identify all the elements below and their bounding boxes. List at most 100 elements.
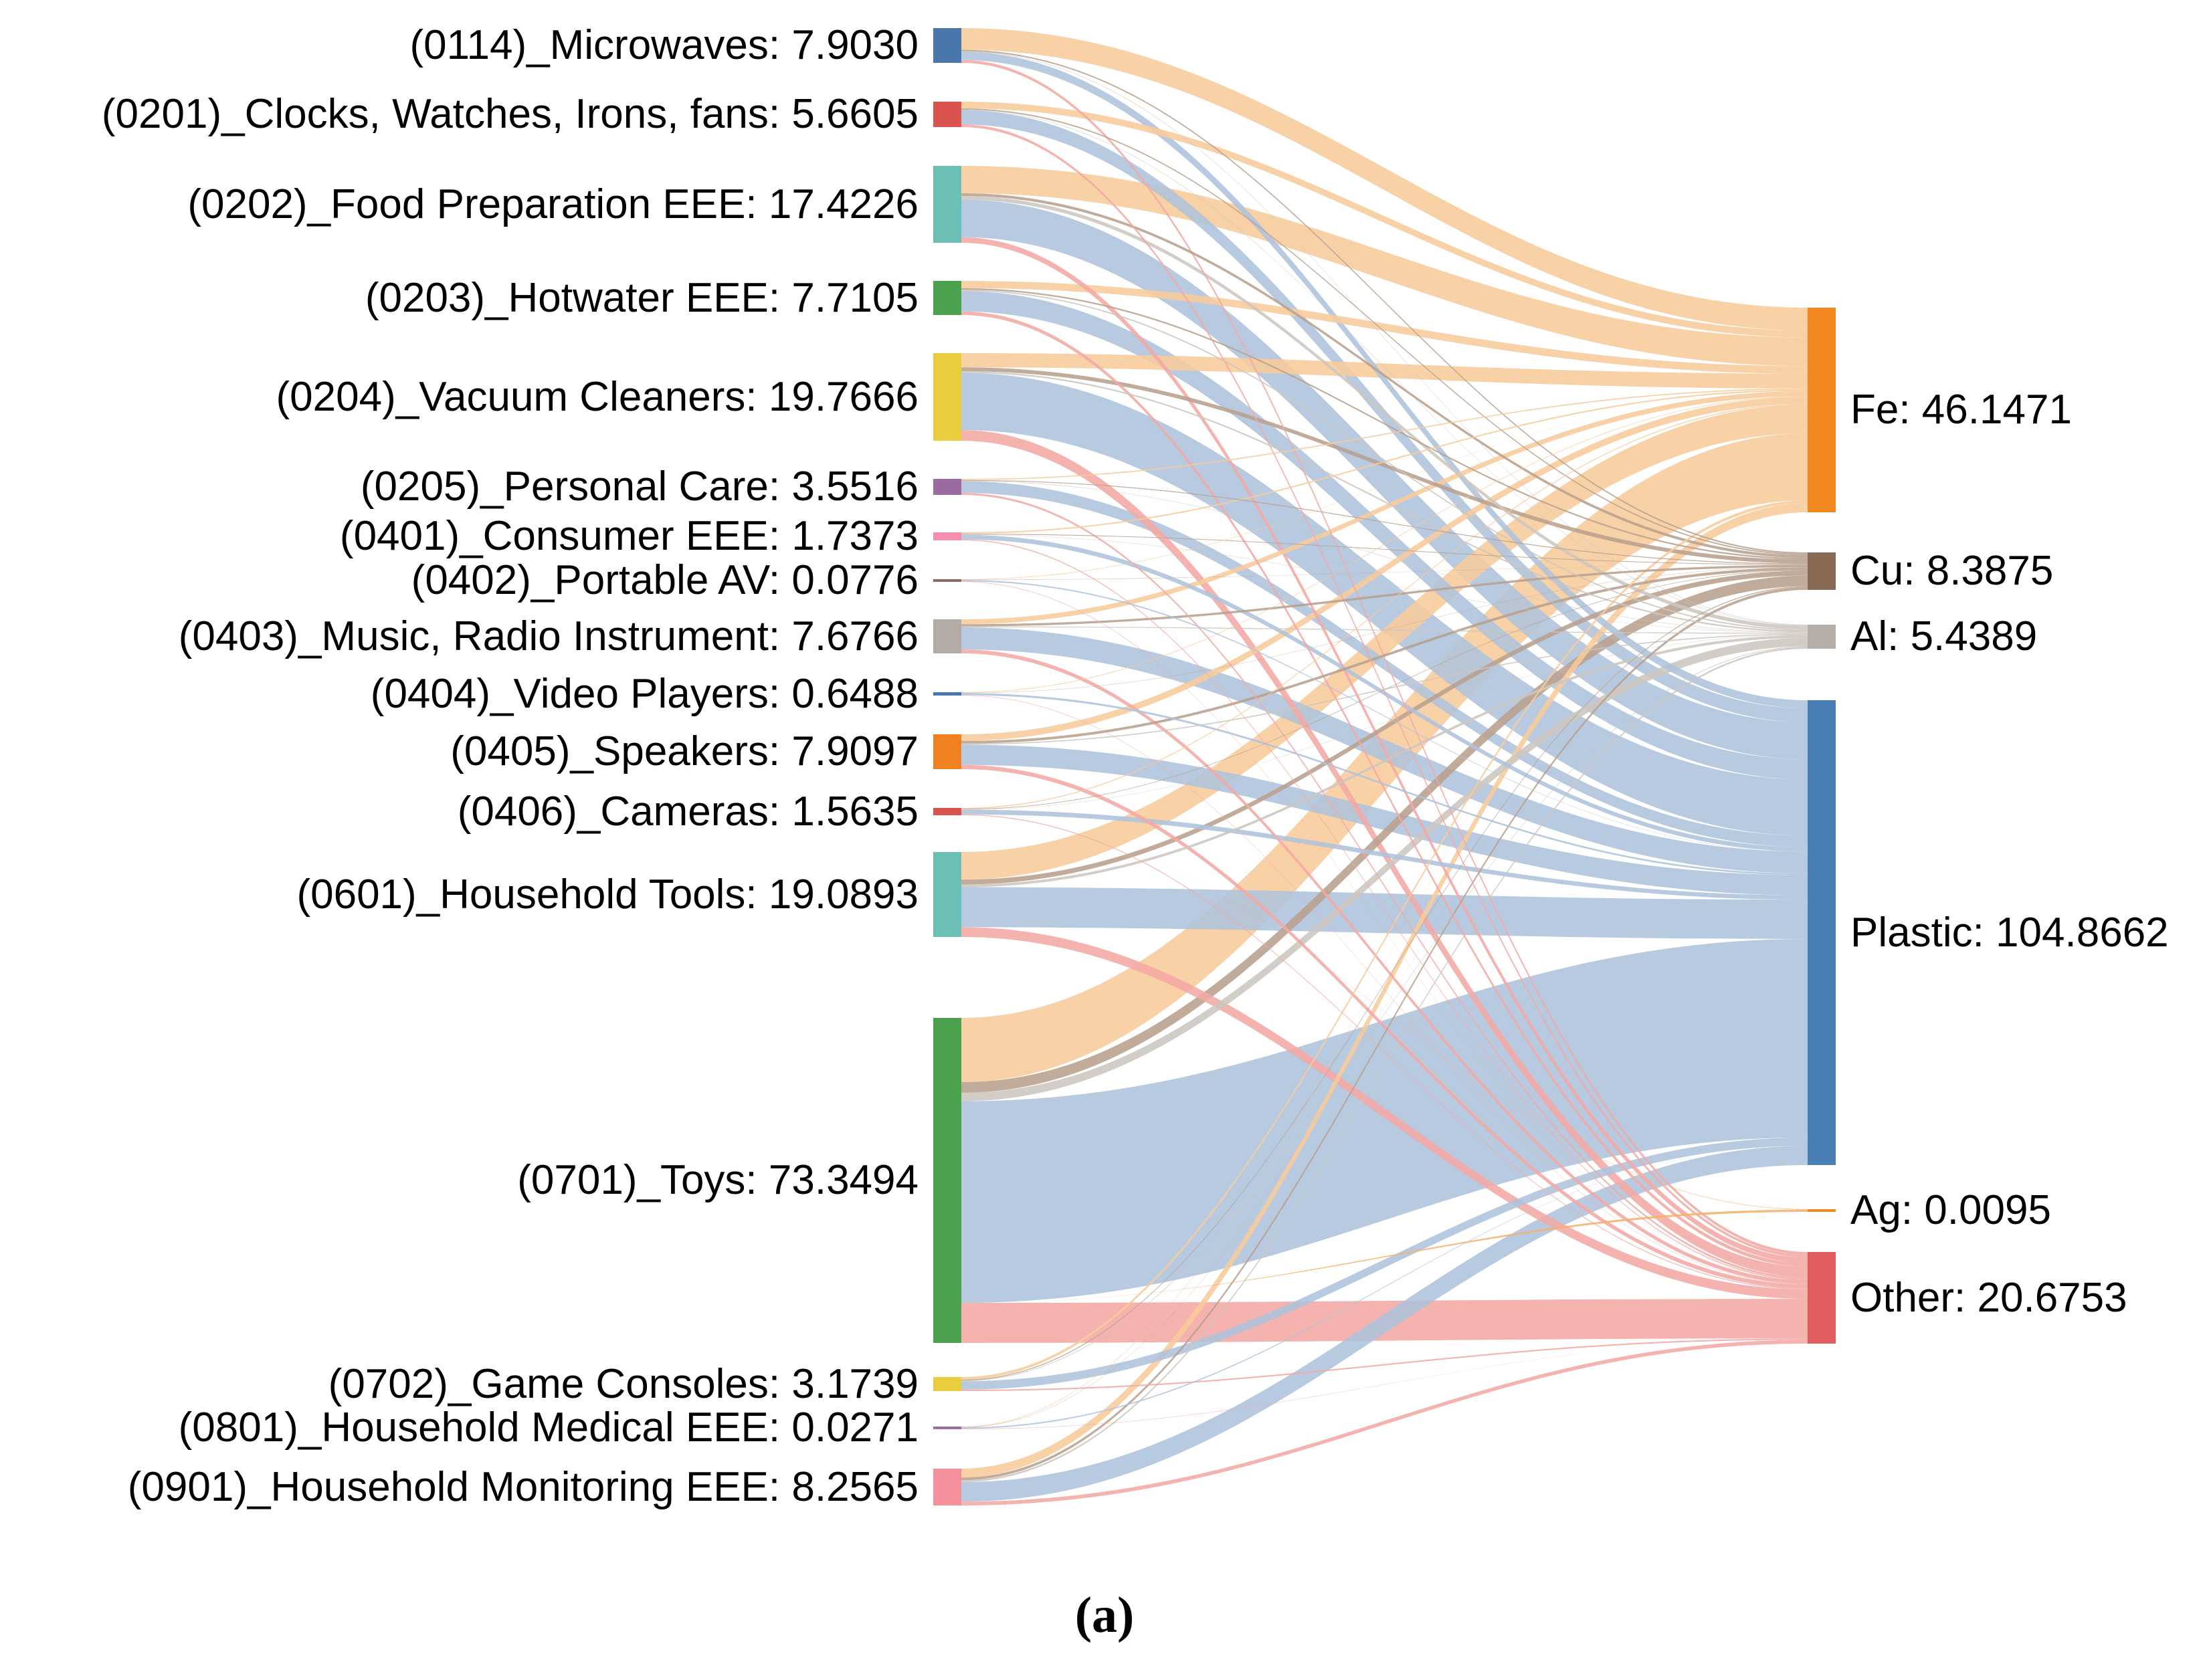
sankey-link[interactable]: [961, 693, 1808, 875]
sankey-link[interactable]: [961, 404, 1808, 880]
sankey-link[interactable]: [961, 311, 1808, 1267]
sankey-link[interactable]: [961, 567, 1808, 744]
sankey-link[interactable]: [961, 480, 1808, 564]
sankey-link[interactable]: [961, 480, 1808, 633]
sankey-node-0406[interactable]: [933, 808, 961, 815]
sankey-link[interactable]: [961, 281, 1808, 374]
sankey-link[interactable]: [961, 647, 1808, 1482]
sankey-link[interactable]: [961, 1146, 1808, 1429]
sankey-link[interactable]: [961, 534, 1808, 852]
sankey-link[interactable]: [961, 110, 1808, 723]
sankey-link[interactable]: [961, 646, 1808, 1382]
sankey-link[interactable]: [961, 575, 1808, 1093]
sankey-link[interactable]: [961, 196, 1808, 629]
sankey-node-Plastic[interactable]: [1808, 700, 1836, 1165]
sankey-link[interactable]: [961, 396, 1808, 693]
sankey-node-0405[interactable]: [933, 734, 961, 769]
sankey-link[interactable]: [961, 1146, 1808, 1502]
sankey-link[interactable]: [961, 1209, 1808, 1303]
sankey-link[interactable]: [961, 389, 1808, 534]
sankey-node-0401[interactable]: [933, 532, 961, 540]
sankey-node-0404[interactable]: [933, 692, 961, 696]
sankey-link[interactable]: [961, 534, 1808, 633]
sankey-link[interactable]: [961, 60, 1808, 1255]
sankey-link[interactable]: [961, 371, 1808, 633]
sankey-link[interactable]: [961, 814, 1808, 1289]
sankey-link[interactable]: [961, 1340, 1808, 1505]
sankey-link[interactable]: [961, 564, 1808, 627]
sankey-link[interactable]: [961, 193, 1808, 558]
sankey-link[interactable]: [961, 587, 1808, 1481]
sankey-link[interactable]: [961, 564, 1808, 581]
sankey-link[interactable]: [961, 493, 1808, 1279]
sankey-link[interactable]: [961, 108, 1808, 556]
sankey-link[interactable]: [961, 397, 1808, 741]
sankey-link[interactable]: [961, 102, 1808, 338]
sankey-node-0601[interactable]: [933, 852, 961, 937]
sankey-link[interactable]: [961, 288, 1808, 560]
sankey-link[interactable]: [961, 391, 1808, 580]
sankey-link[interactable]: [961, 814, 1808, 1210]
sankey-link[interactable]: [961, 503, 1808, 1478]
sankey-node-Fe[interactable]: [1808, 308, 1836, 512]
sankey-link[interactable]: [961, 51, 1808, 709]
sankey-link[interactable]: [961, 581, 1808, 1281]
sankey-node-0201[interactable]: [933, 102, 961, 127]
sankey-link[interactable]: [961, 500, 1808, 1380]
sankey-node-Al[interactable]: [1808, 625, 1836, 649]
sankey-node-0403[interactable]: [933, 619, 961, 653]
sankey-link[interactable]: [961, 927, 1808, 1299]
sankey-link[interactable]: [961, 570, 1808, 810]
sankey-link[interactable]: [961, 587, 1808, 1428]
sankey-node-0203[interactable]: [933, 281, 961, 315]
sankey-link[interactable]: [961, 237, 1808, 1263]
sankey-node-0801[interactable]: [933, 1427, 961, 1429]
sankey-link[interactable]: [961, 51, 1808, 625]
sankey-node-0114[interactable]: [933, 28, 961, 63]
sankey-link[interactable]: [961, 567, 1808, 694]
sankey-link[interactable]: [961, 695, 1808, 1285]
sankey-node-Ag[interactable]: [1808, 1209, 1836, 1212]
sankey-link[interactable]: [961, 1340, 1808, 1429]
sankey-link[interactable]: [961, 290, 1808, 631]
sankey-node-0701[interactable]: [933, 1018, 961, 1343]
sankey-node-0402[interactable]: [933, 579, 961, 582]
sankey-link[interactable]: [961, 635, 1808, 887]
sankey-link[interactable]: [961, 539, 1808, 1280]
sankey-link[interactable]: [961, 580, 1808, 852]
sankey-link[interactable]: [961, 649, 1808, 1284]
sankey-node-0901[interactable]: [933, 1469, 961, 1505]
sankey-link[interactable]: [961, 570, 1808, 885]
sankey-link[interactable]: [961, 124, 1808, 1258]
sankey-link[interactable]: [961, 887, 1808, 939]
sankey-link[interactable]: [961, 28, 1808, 331]
sankey-link[interactable]: [961, 109, 1808, 626]
sankey-link[interactable]: [961, 291, 1808, 780]
sankey-link[interactable]: [961, 764, 1808, 1289]
sankey-link[interactable]: [961, 938, 1808, 1303]
sankey-link[interactable]: [961, 403, 1808, 809]
sankey-node-0205[interactable]: [933, 479, 961, 495]
sankey-node-Cu[interactable]: [1808, 552, 1836, 590]
sankey-node-0204[interactable]: [933, 353, 961, 441]
sankey-link[interactable]: [961, 635, 1808, 810]
sankey-link[interactable]: [961, 809, 1808, 900]
sankey-link[interactable]: [961, 534, 1808, 565]
sankey-link[interactable]: [961, 503, 1808, 1427]
sankey-link[interactable]: [961, 744, 1808, 896]
sankey-link[interactable]: [961, 199, 1808, 760]
sankey-link[interactable]: [961, 637, 1808, 1101]
sankey-node-0202[interactable]: [933, 166, 961, 243]
sankey-link[interactable]: [961, 367, 1808, 564]
sankey-node-Other[interactable]: [1808, 1252, 1836, 1344]
sankey-link[interactable]: [961, 49, 1808, 554]
sankey-link[interactable]: [961, 353, 1808, 389]
sankey-link[interactable]: [961, 586, 1808, 1381]
sankey-link[interactable]: [961, 633, 1808, 745]
sankey-link[interactable]: [961, 166, 1808, 366]
sankey-link[interactable]: [961, 481, 1808, 847]
sankey-link[interactable]: [961, 373, 1808, 836]
sankey-link[interactable]: [961, 1338, 1808, 1391]
sankey-link[interactable]: [961, 388, 1808, 480]
sankey-link[interactable]: [961, 1137, 1808, 1390]
